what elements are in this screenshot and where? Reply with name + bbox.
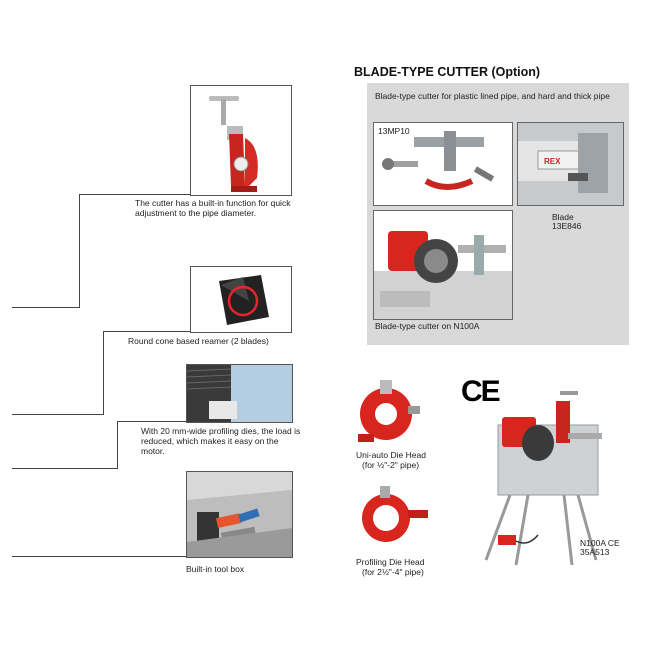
ce-mark: CE xyxy=(461,375,501,408)
cutter-caption: The cutter has a built-in function for q… xyxy=(135,198,291,218)
blade-label: Blade xyxy=(552,212,574,222)
svg-text:REX: REX xyxy=(544,157,561,166)
connector-line-2-base xyxy=(12,414,104,415)
section-title: BLADE-TYPE CUTTER (Option) xyxy=(354,65,541,79)
uni-auto-range: (for ½"-2" pipe) xyxy=(362,460,420,470)
connector-line-3-v xyxy=(117,421,118,469)
cutter-photo xyxy=(190,85,292,196)
connector-line-1-v xyxy=(79,194,80,308)
connector-line-4-h xyxy=(12,556,292,557)
profiling-range: (for 2½"-4" pipe) xyxy=(362,567,424,577)
reamer-caption: Round cone based reamer (2 blades) xyxy=(128,336,269,346)
toolbox-caption: Built-in tool box xyxy=(186,564,245,574)
reamer-photo xyxy=(190,266,292,333)
connector-line-3-base xyxy=(12,468,118,469)
dies-caption: With 20 mm-wide profiling dies, the load… xyxy=(141,426,301,456)
blade-code: 13E846 xyxy=(552,221,582,231)
dies-photo xyxy=(186,364,293,423)
profiling-die-head-photo xyxy=(352,480,430,552)
uni-auto-die-head-photo xyxy=(352,376,420,448)
machine-blade-caption: Blade-type cutter on N100A xyxy=(375,321,480,331)
part-code: 13MP10 xyxy=(378,126,410,136)
n100a-machine-photo xyxy=(468,385,618,570)
uni-auto-name: Uni-auto Die Head xyxy=(356,450,426,460)
blade-closeup-photo: REX xyxy=(517,122,624,206)
toolbox-photo xyxy=(186,471,293,558)
connector-line-2-v xyxy=(103,331,104,415)
connector-line-1-base xyxy=(12,307,80,308)
machine-model: N100A CE xyxy=(580,538,620,548)
blade-description: Blade-type cutter for plastic lined pipe… xyxy=(375,91,610,101)
profiling-name: Profiling Die Head xyxy=(356,557,425,567)
machine-code: 35A513 xyxy=(580,547,610,557)
connector-line-1-h xyxy=(79,194,291,195)
blade-cutter-part-photo xyxy=(373,122,513,206)
blade-cutter-on-machine-photo xyxy=(373,210,513,320)
